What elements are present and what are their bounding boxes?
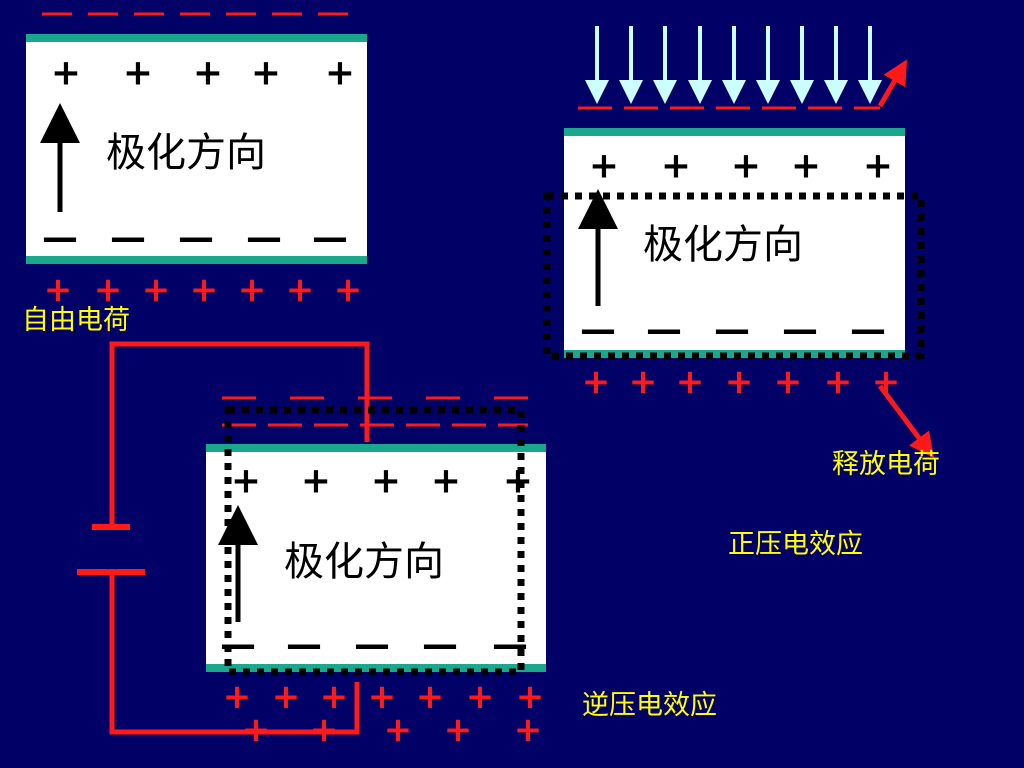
- free-plus-charge: +: [238, 270, 267, 310]
- free-charge-label: 自由电荷: [22, 305, 130, 336]
- free-plus-charge: +: [142, 270, 171, 310]
- plus-charge: +: [371, 461, 401, 502]
- free-plus-charge: +: [582, 362, 611, 402]
- free-plus-charge: +: [223, 677, 252, 717]
- inner-plus-row: + + + + +: [589, 146, 893, 187]
- free-plus-charge: +: [824, 362, 853, 402]
- free-plus-charge: +: [368, 677, 397, 717]
- force-arrows: [585, 26, 882, 104]
- direct-effect-label: 正压电效应: [728, 529, 863, 560]
- minus-charge: —: [580, 310, 616, 351]
- free-plus-charge: +: [272, 677, 301, 717]
- free-plus-charge: +: [514, 710, 543, 750]
- plus-charge: +: [251, 53, 281, 94]
- free-plus-row: + + + + + + +: [582, 362, 901, 402]
- free-plus-charge: +: [466, 677, 495, 717]
- release-arrow-up-icon: [877, 59, 908, 108]
- plus-charge: +: [51, 53, 81, 94]
- free-plus-charge: +: [334, 270, 363, 310]
- free-plus-charge: +: [629, 362, 658, 402]
- plus-charge: +: [503, 461, 533, 502]
- plus-charge: +: [791, 146, 821, 187]
- free-plus-charge: +: [516, 677, 545, 717]
- minus-charge: —: [354, 625, 390, 666]
- release-charge-label: 释放电荷: [832, 449, 940, 480]
- inner-minus-row: — — — — —: [580, 310, 886, 351]
- crystal-bottom: + + + + + 极化方向 — — — — — + + + + + + + +…: [206, 396, 546, 750]
- free-plus-charge: +: [444, 710, 473, 750]
- plus-charge: +: [431, 461, 461, 502]
- plus-charge: +: [589, 146, 619, 187]
- free-plus-rows: + + + + + + + + + + + +: [223, 677, 545, 750]
- polarization-label: 极化方向: [643, 222, 803, 268]
- plus-charge: +: [301, 461, 331, 502]
- polarization-label: 极化方向: [106, 130, 266, 176]
- minus-charge: —: [110, 218, 146, 259]
- minus-charge: —: [422, 625, 458, 666]
- free-plus-row: + + + + + + +: [44, 270, 363, 310]
- free-plus-charge: +: [320, 677, 349, 717]
- free-plus-charge: +: [190, 270, 219, 310]
- inner-minus-row: — — — — —: [220, 625, 528, 666]
- free-plus-charge: +: [416, 677, 445, 717]
- top-electrode: [26, 34, 367, 42]
- top-electrode: [206, 444, 546, 452]
- free-plus-charge: +: [310, 710, 339, 750]
- inner-minus-row: — — — — —: [42, 218, 348, 259]
- deformation-outline: [543, 192, 925, 360]
- plus-charge: +: [863, 146, 893, 187]
- crystal-right: + + + + + 极化方向 — — — — — + + + + + + +: [543, 128, 925, 402]
- minus-charge: —: [42, 218, 78, 259]
- free-plus-charge: +: [242, 710, 271, 750]
- minus-charge: —: [714, 310, 750, 351]
- free-plus-charge: +: [725, 362, 754, 402]
- minus-charge: —: [286, 625, 322, 666]
- plus-charge: +: [731, 146, 761, 187]
- plus-charge: +: [123, 53, 153, 94]
- minus-charge: —: [246, 218, 282, 259]
- free-plus-charge: +: [94, 270, 123, 310]
- polarization-label: 极化方向: [284, 539, 444, 585]
- minus-charge: —: [312, 218, 348, 259]
- inner-plus-row: + + + + +: [51, 53, 355, 94]
- plus-charge: +: [325, 53, 355, 94]
- top-wire: [109, 341, 370, 525]
- converse-effect-label: 逆压电效应: [582, 690, 717, 721]
- minus-charge: —: [178, 218, 214, 259]
- plus-charge: +: [231, 461, 261, 502]
- crystal-top-left: + + + + + 极化方向 — — — — — + + + + + + +: [26, 12, 367, 310]
- minus-charge: —: [850, 310, 886, 351]
- minus-charge: —: [646, 310, 682, 351]
- free-plus-charge: +: [44, 270, 73, 310]
- free-plus-charge: +: [774, 362, 803, 402]
- minus-charge: —: [492, 625, 528, 666]
- free-plus-charge: +: [384, 710, 413, 750]
- minus-charge: —: [220, 625, 256, 666]
- top-electrode: [564, 128, 905, 136]
- release-arrow-down-icon: [878, 384, 934, 458]
- crystal-slab: [26, 38, 367, 260]
- free-plus-charge: +: [286, 270, 315, 310]
- crystal-slab: [206, 448, 546, 668]
- circuit: [77, 341, 370, 735]
- inner-plus-row: + + + + +: [231, 461, 533, 502]
- deformation-outline: [224, 406, 525, 676]
- plus-charge: +: [193, 53, 223, 94]
- crystal-slab: [564, 134, 905, 352]
- surface-minus-rows: [222, 396, 528, 427]
- plus-charge: +: [661, 146, 691, 187]
- bottom-wire: [109, 575, 360, 735]
- bottom-electrode: [206, 664, 546, 672]
- minus-charge: —: [782, 310, 818, 351]
- bottom-electrode: [26, 256, 367, 264]
- free-plus-charge: +: [676, 362, 705, 402]
